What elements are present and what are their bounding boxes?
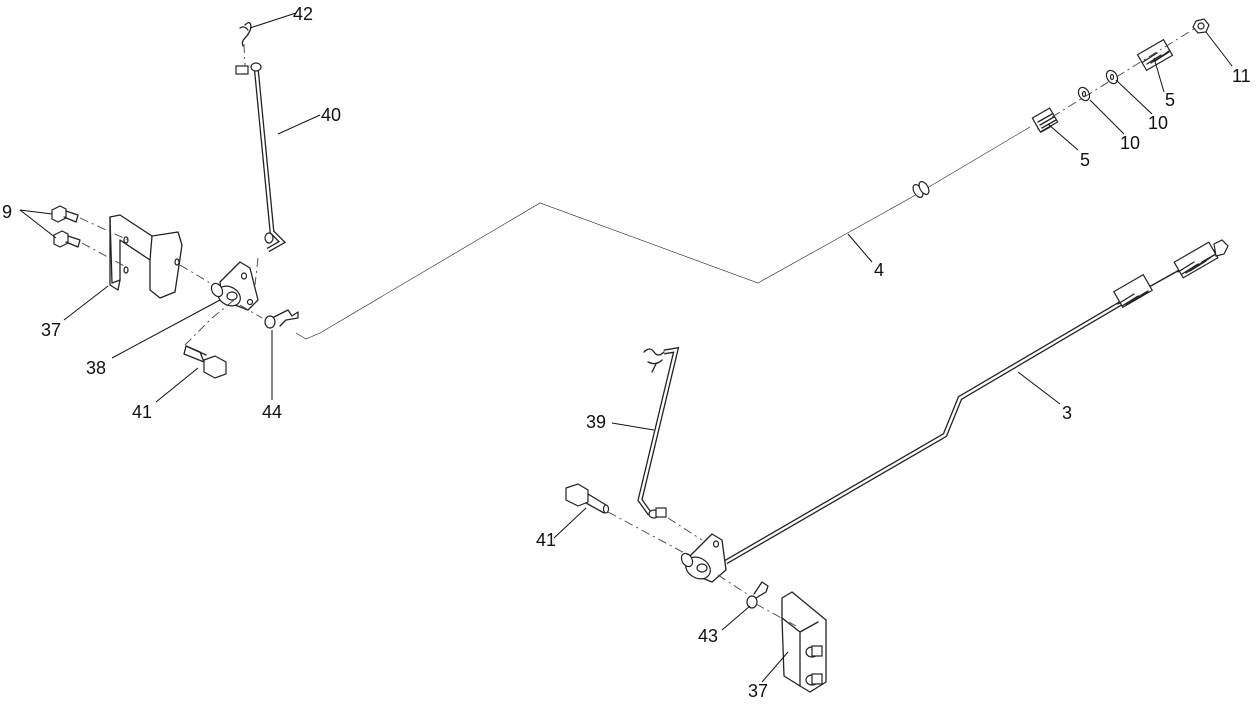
bellcrank-lower — [680, 533, 727, 583]
callout-38: 38 — [86, 358, 106, 378]
bracket-37-upper — [109, 214, 183, 299]
clip-44 — [264, 309, 299, 329]
bracket-37-lower — [781, 591, 827, 693]
nut-11 — [1192, 18, 1210, 34]
callout-4: 4 — [874, 260, 884, 280]
bolt-41-upper — [183, 345, 227, 379]
bolt-9-lower — [53, 230, 81, 248]
bellcrank-38 — [210, 261, 259, 311]
bolt-41-lower — [565, 483, 610, 514]
callout-44: 44 — [262, 402, 282, 422]
callout-5-lower: 5 — [1080, 150, 1090, 170]
callout-40: 40 — [321, 105, 341, 125]
callout-42: 42 — [293, 4, 313, 24]
callout-11: 11 — [1232, 66, 1251, 86]
callout-37-upper: 37 — [41, 320, 61, 340]
clip-43 — [746, 581, 769, 609]
washer-10-lower — [1077, 86, 1091, 102]
washer-10-upper — [1105, 69, 1119, 85]
callout-41-lower: 41 — [536, 530, 556, 550]
callout-5-upper: 5 — [1165, 90, 1175, 110]
rod-4 — [295, 125, 1031, 341]
link-rod-40 — [235, 62, 287, 253]
spring-rod-3-far — [1173, 239, 1229, 279]
callout-41-upper: 41 — [132, 402, 152, 422]
callout-39: 39 — [586, 412, 606, 432]
rod-3 — [724, 243, 1227, 565]
callout-10-upper: 10 — [1148, 113, 1168, 133]
link-rod-39 — [637, 346, 680, 519]
clip-42 — [239, 21, 252, 47]
spring-rod-3-near — [1112, 273, 1154, 309]
spring-5-lower — [1031, 107, 1059, 133]
spring-5-upper — [1136, 38, 1174, 72]
bolt-9-upper — [51, 205, 79, 223]
callout-37-lower: 37 — [748, 681, 768, 701]
leader-lines — [19, 12, 1233, 683]
callout-43: 43 — [698, 626, 718, 646]
callout-9: 9 — [2, 202, 12, 222]
callout-10-lower: 10 — [1120, 133, 1140, 153]
callout-3: 3 — [1062, 403, 1072, 423]
